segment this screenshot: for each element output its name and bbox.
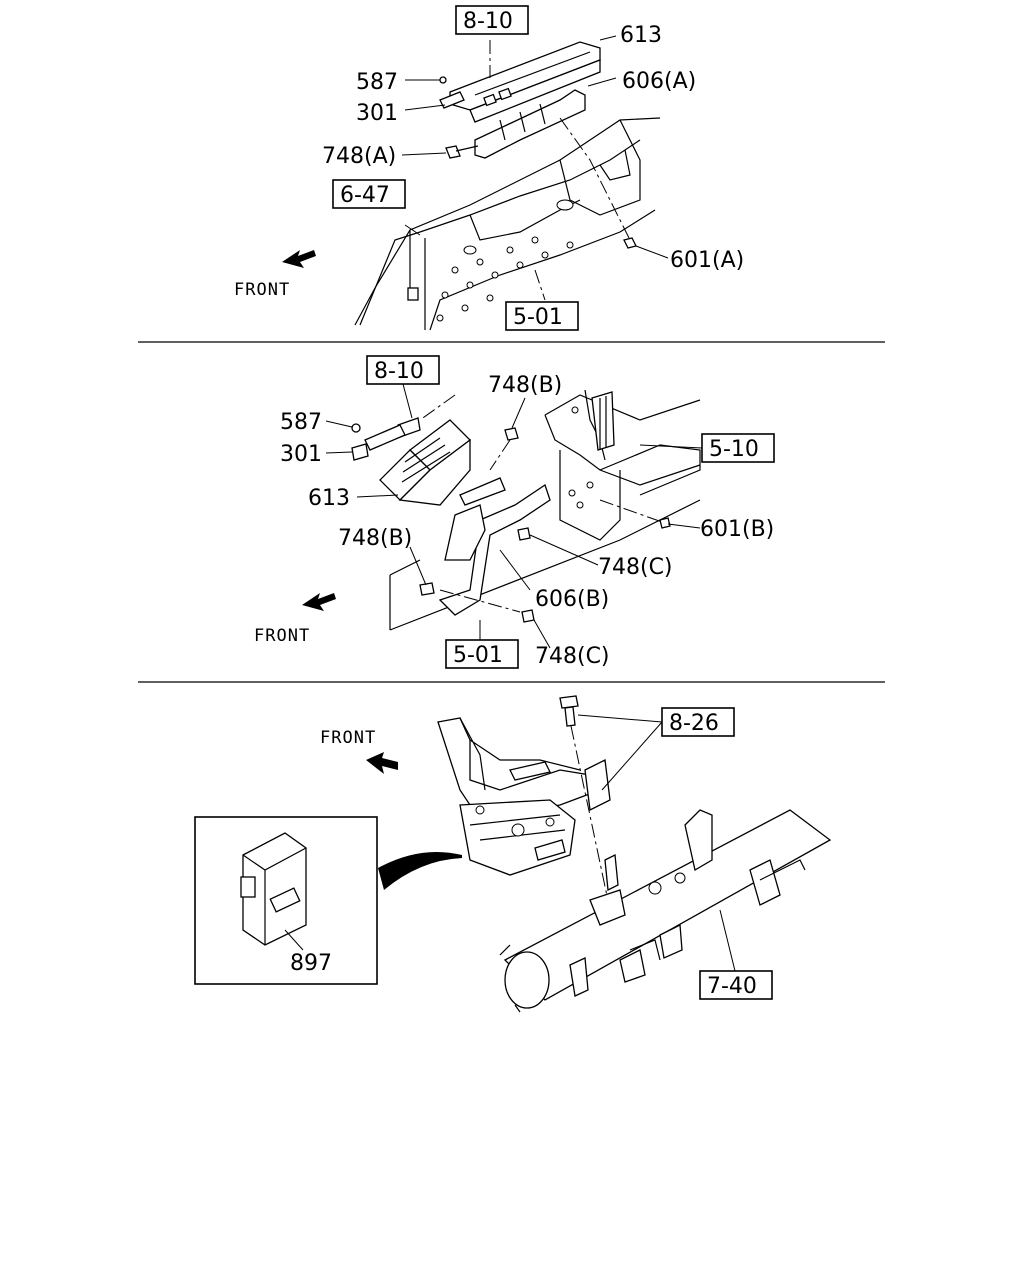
label-601b: 601(B) [700, 517, 774, 542]
frame-rail-1 [354, 117, 661, 331]
label-613-d1: 613 [620, 23, 662, 48]
bolt-748a [445, 145, 479, 159]
ref-8-26[interactable]: 8-26 [669, 711, 719, 736]
ref-5-10[interactable]: 5-10 [709, 437, 759, 462]
ref-box-8-10-d2[interactable] [366, 355, 440, 385]
ecu-module-1 [439, 41, 601, 123]
front-label-d2: FRONT [254, 626, 310, 646]
label-587-d1: 587 [356, 70, 398, 95]
label-748b-left: 748(B) [338, 526, 412, 551]
nut-601a [623, 237, 637, 249]
ref-box-7-40[interactable] [699, 970, 773, 1000]
label-606b: 606(B) [535, 587, 609, 612]
ref-box-5-01-d1[interactable] [505, 301, 579, 331]
leader-dash-3 [534, 269, 546, 301]
bolts-d2 [419, 427, 671, 623]
ref-8-10-d1[interactable]: 8-10 [463, 9, 513, 34]
ecu-module-2 [379, 417, 471, 506]
ref-5-01-d1[interactable]: 5-01 [513, 305, 563, 330]
ref-box-8-10-d1[interactable] [455, 5, 529, 35]
label-748c-upper: 748(C) [598, 555, 673, 580]
front-arrow-icon-d1 [282, 250, 316, 268]
label-301-d1: 301 [356, 101, 398, 126]
label-301-d2: 301 [280, 442, 322, 467]
bracket-606b [438, 477, 551, 616]
ref-6-47[interactable]: 6-47 [340, 183, 390, 208]
label-587-d2: 587 [280, 410, 322, 435]
front-label-d1: FRONT [234, 280, 290, 300]
ref-box-5-01-d2[interactable] [445, 639, 519, 669]
front-label-d3: FRONT [320, 728, 376, 748]
label-613-d2: 613 [308, 486, 350, 511]
bracket-606a [474, 89, 586, 159]
leader-dash-2 [559, 117, 631, 241]
label-601a: 601(A) [670, 248, 744, 273]
curved-arrow-icon [378, 851, 462, 890]
front-arrow-icon-d3 [366, 752, 398, 774]
diagram-3: 897 8-26 7-40 FRONT [194, 695, 832, 1013]
bracket-assembly-d3 [437, 717, 611, 876]
bolt-8-26 [559, 695, 579, 727]
diagram-1: 8-10 6-47 5-01 613 606(A) 587 301 748(A)… [234, 5, 744, 331]
diagram-2: 8-10 5-10 5-01 748(B) 587 301 613 748(B)… [254, 355, 775, 669]
label-748c-lower: 748(C) [535, 644, 610, 669]
cross-member-7-40 [499, 809, 832, 1013]
label-748b-top: 748(B) [488, 373, 562, 398]
ecu-module-897 [240, 832, 307, 946]
label-606a: 606(A) [622, 69, 696, 94]
label-748a: 748(A) [322, 144, 396, 169]
ref-box-6-47[interactable] [332, 179, 406, 209]
ref-box-8-26[interactable] [661, 707, 735, 737]
ref-7-40[interactable]: 7-40 [707, 974, 757, 999]
ref-8-10-d2[interactable]: 8-10 [374, 359, 424, 384]
ref-5-01-d2[interactable]: 5-01 [453, 643, 503, 668]
front-arrow-icon-d2 [302, 593, 336, 611]
frame-rail-2 [389, 389, 701, 631]
connector-301-587 [351, 423, 406, 461]
label-897: 897 [290, 951, 332, 976]
